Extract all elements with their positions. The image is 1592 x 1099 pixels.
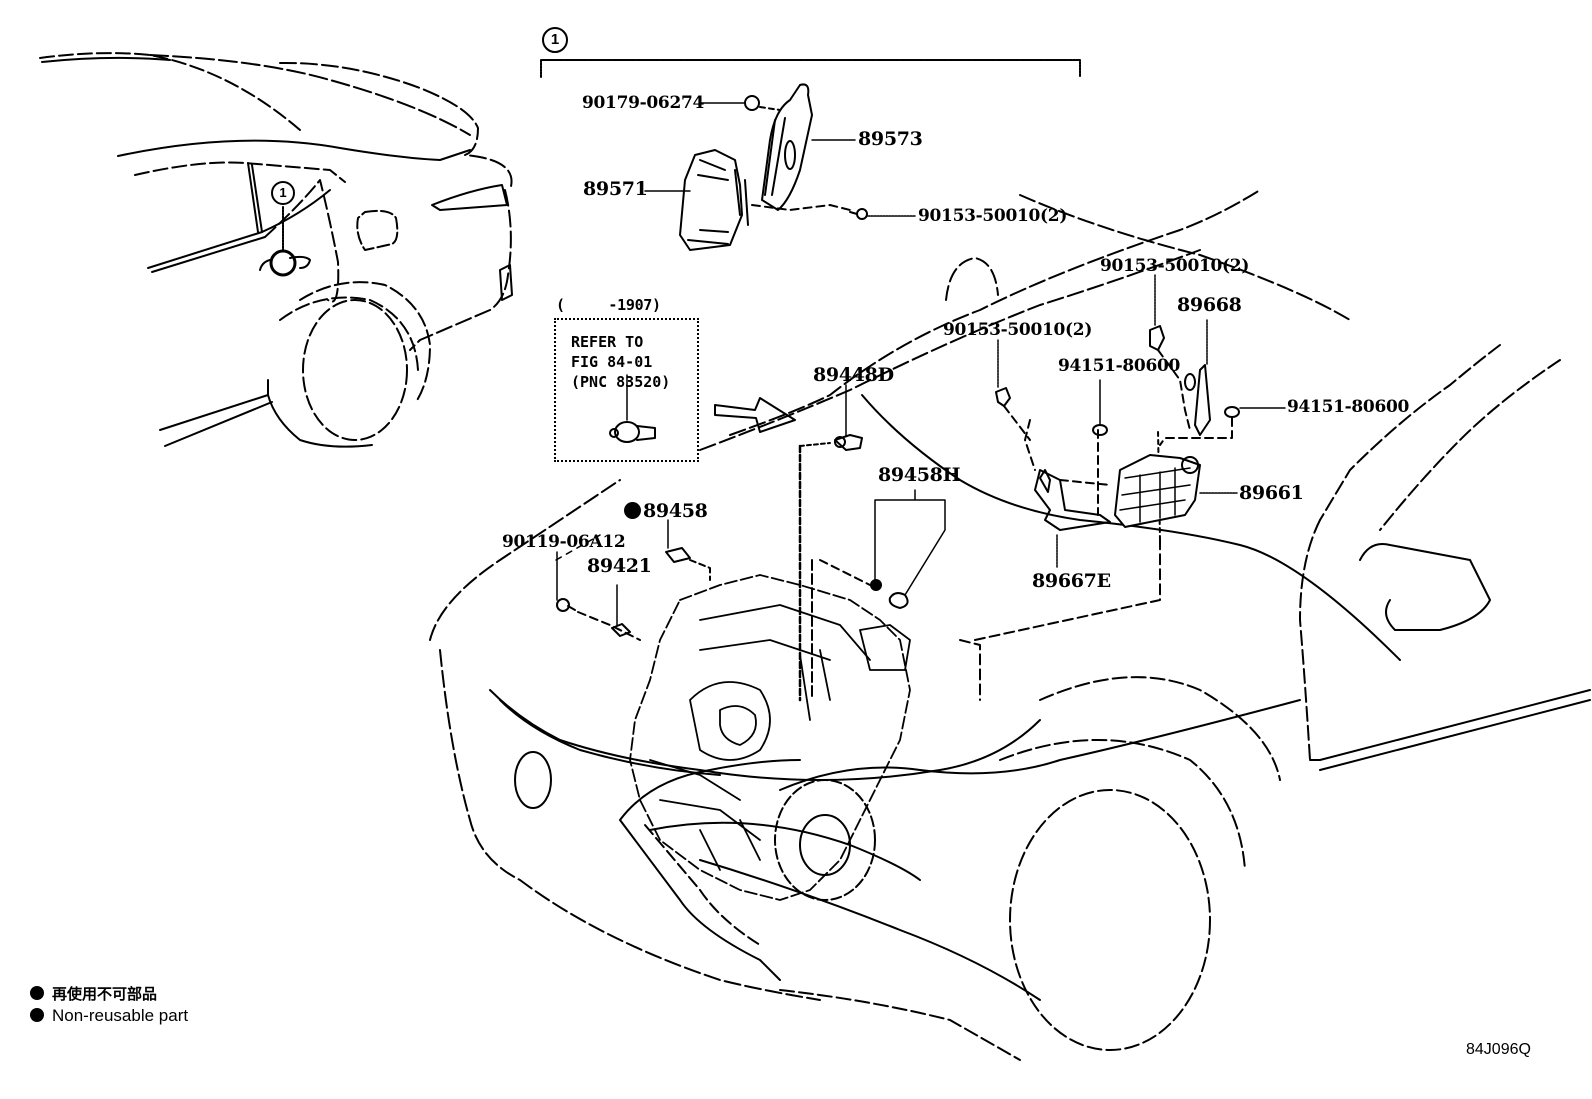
rear-location-marker-circle: 1 — [271, 181, 295, 205]
part-label-89573[interactable]: 89573 — [858, 128, 923, 150]
legend-text-japanese: 再使用不可部品 — [52, 986, 158, 1003]
part-label-89667E[interactable]: 89667E — [1032, 570, 1111, 592]
filled-circle-icon — [30, 1008, 44, 1022]
part-label-89421[interactable]: 89421 — [587, 555, 652, 577]
front-vehicle-illustration — [429, 189, 1591, 1061]
part-drawings-engine-area — [556, 325, 1240, 702]
group-marker-circle: 1 — [542, 27, 568, 53]
engine-illustration — [629, 574, 911, 901]
leader-lines-group1 — [644, 102, 917, 217]
filled-circle-icon — [30, 986, 44, 1000]
refer-box-part-drawing — [609, 421, 656, 443]
part-label-94151-80600-right[interactable]: 94151-80600 — [1287, 397, 1410, 417]
part-label-89458H[interactable]: 89458H — [878, 464, 961, 486]
refer-note-box[interactable]: REFER TO FIG 84-01 (PNC 83520) — [554, 318, 699, 462]
leader-lines-main — [555, 274, 1286, 626]
part-label-89571[interactable]: 89571 — [583, 178, 648, 200]
part-label-90153-50010-left[interactable]: 90153-50010(2) — [943, 320, 1093, 340]
date-range-label: ( -1907) — [556, 296, 661, 314]
legend-item-english: Non-reusable part — [30, 1006, 188, 1026]
legend-text-english: Non-reusable part — [52, 1006, 189, 1025]
group-bracket — [540, 59, 1081, 78]
figure-id: 84J096Q — [1466, 1041, 1531, 1058]
part-drawings-group1 — [679, 83, 868, 251]
part-label-89668[interactable]: 89668 — [1177, 294, 1242, 316]
part-label-89448D[interactable]: 89448D — [813, 364, 894, 386]
part-label-90119-06A12[interactable]: 90119-06A12 — [502, 532, 626, 552]
part-label-90153-50010-group[interactable]: 90153-50010(2) — [918, 206, 1068, 226]
refer-note-line-1: REFER TO — [571, 333, 644, 351]
part-label-89661[interactable]: 89661 — [1239, 482, 1304, 504]
part-number-89458: 89458 — [643, 500, 708, 522]
part-label-89458[interactable]: 89458 — [624, 500, 708, 522]
refer-note-line-3: (PNC 83520) — [571, 373, 671, 391]
part-label-90153-50010-upper[interactable]: 90153-50010(2) — [1100, 256, 1250, 276]
part-label-90179-06274[interactable]: 90179-06274 — [582, 93, 705, 113]
legend-item-japanese: 再使用不可部品 — [30, 983, 157, 1004]
refer-note-line-2: FIG 84-01 — [571, 353, 653, 371]
rear-vehicle-illustration — [39, 52, 513, 448]
non-reusable-marker-icon — [624, 502, 641, 519]
part-label-94151-80600-left[interactable]: 94151-80600 — [1058, 356, 1181, 376]
